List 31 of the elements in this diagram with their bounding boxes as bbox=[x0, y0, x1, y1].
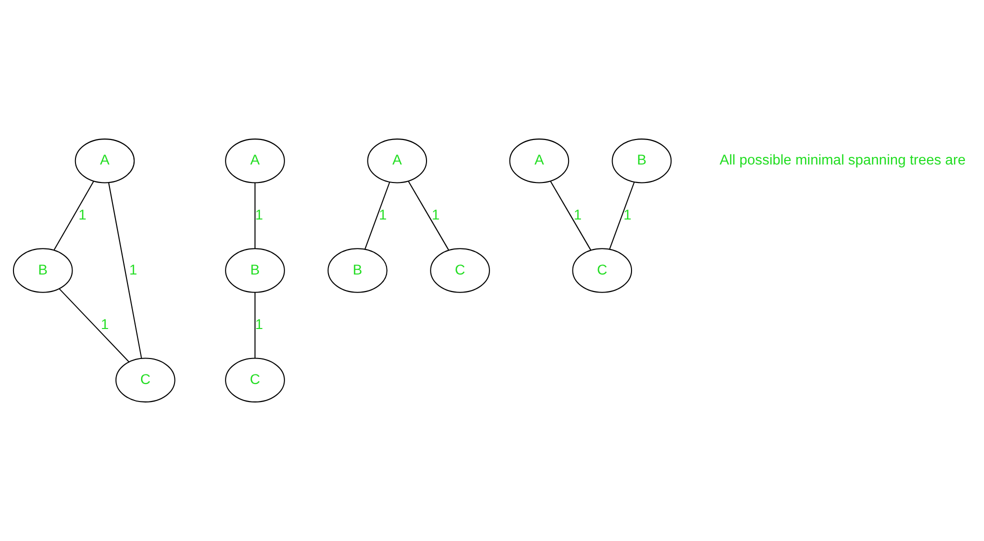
node-ellipse: C bbox=[115, 358, 176, 402]
connector bbox=[54, 180, 94, 250]
edge-label: 1 bbox=[432, 207, 440, 224]
edge-label: 1 bbox=[574, 207, 582, 224]
edge-label: 1 bbox=[129, 262, 138, 278]
connector bbox=[254, 182, 256, 249]
connector bbox=[408, 180, 450, 250]
connector bbox=[609, 182, 635, 250]
connector bbox=[550, 180, 592, 250]
connector bbox=[364, 182, 390, 250]
node-ellipse: B bbox=[328, 248, 388, 293]
node-ellipse: C bbox=[572, 248, 632, 293]
edge-label: 1 bbox=[624, 207, 632, 224]
node-ellipse: A bbox=[74, 138, 135, 184]
node-ellipse: C bbox=[225, 358, 285, 402]
node-ellipse: B bbox=[612, 138, 672, 184]
node-ellipse: A bbox=[367, 138, 428, 184]
edge-label: 1 bbox=[378, 207, 387, 224]
node-ellipse: A bbox=[225, 138, 285, 184]
edge-label: 1 bbox=[255, 317, 264, 334]
edge-label: 1 bbox=[255, 207, 264, 224]
node-ellipse: A bbox=[509, 138, 570, 184]
connector bbox=[108, 182, 142, 358]
node-ellipse: B bbox=[12, 248, 73, 293]
label: All possible minimal spanning trees are bbox=[720, 152, 966, 169]
node-ellipse: C bbox=[430, 248, 490, 293]
connector bbox=[58, 288, 130, 362]
edge-label: 1 bbox=[78, 207, 86, 224]
node-ellipse: B bbox=[225, 248, 285, 293]
connector bbox=[254, 292, 256, 358]
edge-label: 1 bbox=[100, 317, 109, 334]
